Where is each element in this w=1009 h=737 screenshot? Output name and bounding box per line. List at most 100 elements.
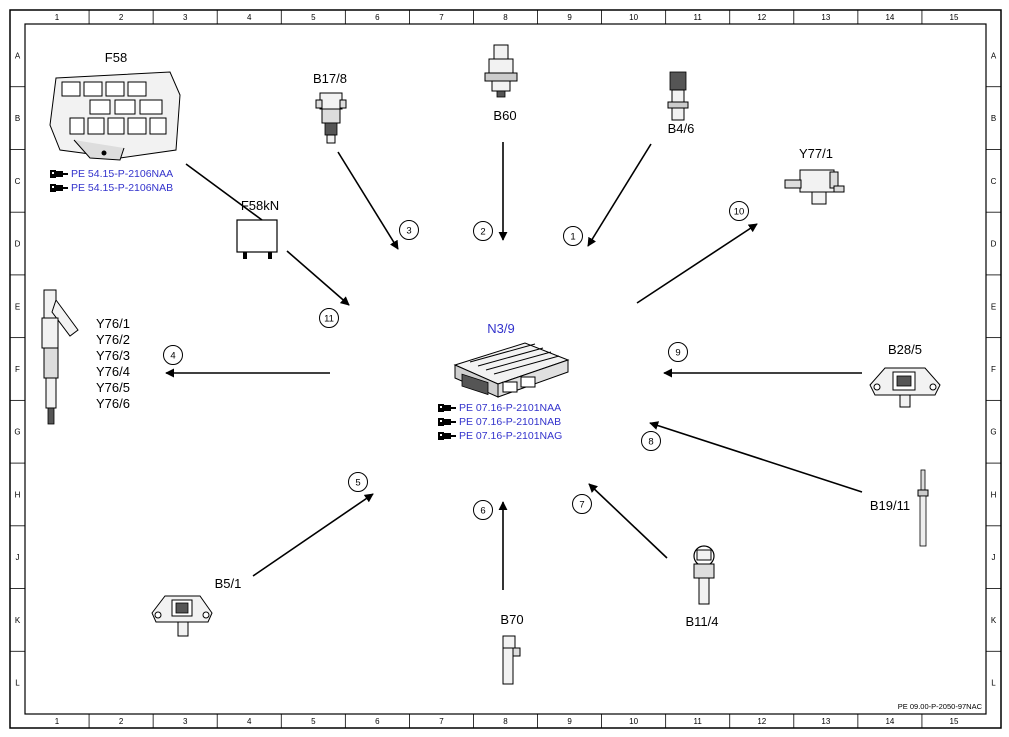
grid-column-label: 11 bbox=[694, 13, 703, 22]
coolant-sensor-icon bbox=[693, 545, 715, 605]
grid-ticks bbox=[10, 10, 1001, 728]
grid-column-label: 5 bbox=[311, 717, 316, 726]
injector-icon bbox=[41, 289, 79, 425]
component-y77-1[interactable]: Y77/1 bbox=[784, 146, 845, 205]
marker-11: 11 bbox=[319, 308, 339, 328]
grid-row-label: A bbox=[15, 51, 21, 60]
sensor-icon bbox=[667, 71, 689, 121]
ecu-ref-2[interactable]: PE 07.16-P-2101NAB bbox=[438, 416, 561, 428]
document-code: PE 09.00-P-2050-97NAC bbox=[898, 702, 983, 711]
y76-5-label: Y76/5 bbox=[96, 380, 130, 395]
f58-ref-list: PE 54.15-P-2106NAA PE 54.15-P-2106NAB bbox=[50, 168, 173, 194]
component-b28-5[interactable]: B28/5 bbox=[869, 342, 941, 408]
fuse-box-icon bbox=[49, 71, 181, 161]
marker-4: 4 bbox=[163, 345, 183, 365]
svg-text:PE 54.15-P-2106NAB: PE 54.15-P-2106NAB bbox=[71, 182, 173, 194]
y76-2-label: Y76/2 bbox=[96, 332, 130, 347]
grid-column-label: 3 bbox=[183, 13, 188, 22]
grid-column-label: 8 bbox=[503, 717, 508, 726]
grid-row-label: F bbox=[15, 365, 20, 374]
grid-column-label: 2 bbox=[119, 13, 124, 22]
grid-column-label: 15 bbox=[950, 717, 959, 726]
marker-5: 5 bbox=[348, 472, 368, 492]
grid-column-label: 9 bbox=[567, 717, 572, 726]
svg-text:3: 3 bbox=[406, 226, 411, 237]
b17-8-label: B17/8 bbox=[313, 71, 347, 86]
y77-1-label: Y77/1 bbox=[799, 146, 833, 161]
component-y76-injectors[interactable]: Y76/1 Y76/2 Y76/3 Y76/4 Y76/5 Y76/6 bbox=[41, 289, 130, 425]
arrow-number-markers: 1 2 3 4 5 6 7 8 9 10 11 bbox=[163, 201, 749, 520]
grid-column-label: 14 bbox=[885, 717, 894, 726]
component-b19-11[interactable]: B19/11 bbox=[870, 469, 929, 547]
grid-row-label: H bbox=[991, 490, 997, 499]
svg-text:PE 07.16-P-2101NAG: PE 07.16-P-2101NAG bbox=[459, 430, 562, 442]
ecu-ref-1[interactable]: PE 07.16-P-2101NAA bbox=[438, 402, 561, 414]
y76-3-label: Y76/3 bbox=[96, 348, 130, 363]
pressure-sensor-icon bbox=[315, 92, 347, 144]
relay-icon bbox=[236, 219, 278, 259]
ecu-n3-9[interactable]: N3/9 bbox=[453, 321, 570, 398]
document-icon bbox=[438, 432, 456, 440]
f58-ref-2[interactable]: PE 54.15-P-2106NAB bbox=[50, 182, 173, 194]
component-f58[interactable]: F58 bbox=[49, 50, 181, 161]
svg-text:4: 4 bbox=[170, 351, 175, 362]
grid-labels: 1122334455667788991010111112121313141415… bbox=[14, 13, 996, 726]
arrow-5 bbox=[252, 493, 374, 577]
marker-7: 7 bbox=[572, 494, 592, 514]
component-b4-6[interactable]: B4/6 bbox=[667, 71, 695, 136]
component-b70[interactable]: B70 bbox=[500, 612, 524, 685]
grid-column-label: 8 bbox=[503, 13, 508, 22]
svg-text:1: 1 bbox=[570, 232, 575, 243]
f58-ref-1[interactable]: PE 54.15-P-2106NAA bbox=[50, 168, 173, 180]
y76-6-label: Y76/6 bbox=[96, 396, 130, 411]
component-b60[interactable]: B60 bbox=[484, 44, 518, 123]
grid-column-label: 12 bbox=[757, 717, 766, 726]
b11-4-label: B11/4 bbox=[685, 614, 718, 629]
document-icon bbox=[438, 404, 456, 412]
component-f58kn[interactable]: F58kN bbox=[236, 198, 279, 259]
grid-row-label: D bbox=[15, 240, 21, 249]
arrow-11 bbox=[286, 250, 350, 306]
grid-row-label: G bbox=[990, 428, 996, 437]
inner-frame bbox=[24, 23, 987, 715]
arrow-10 bbox=[636, 223, 758, 304]
document-icon bbox=[50, 184, 68, 192]
grid-column-label: 11 bbox=[694, 717, 703, 726]
b28-5-label: B28/5 bbox=[888, 342, 922, 357]
grid-column-label: 1 bbox=[55, 13, 60, 22]
grid-row-label: L bbox=[15, 679, 20, 688]
svg-text:10: 10 bbox=[734, 207, 745, 218]
grid-column-label: 14 bbox=[885, 13, 894, 22]
arrow-3 bbox=[337, 151, 399, 250]
component-b17-8[interactable]: B17/8 bbox=[313, 71, 347, 144]
grid-column-label: 15 bbox=[950, 13, 959, 22]
ecu-ref-3[interactable]: PE 07.16-P-2101NAG bbox=[438, 430, 562, 442]
b5-1-label: B5/1 bbox=[215, 576, 242, 591]
grid-row-label: C bbox=[991, 177, 997, 186]
ecu-label: N3/9 bbox=[487, 321, 514, 336]
grid-column-label: 3 bbox=[183, 717, 188, 726]
marker-6: 6 bbox=[473, 500, 493, 520]
ecu-ref-list: PE 07.16-P-2101NAA PE 07.16-P-2101NAB PE… bbox=[438, 402, 562, 442]
f58-to-relay-line bbox=[185, 163, 263, 221]
component-b11-4[interactable]: B11/4 bbox=[685, 545, 719, 629]
grid-column-label: 7 bbox=[439, 717, 444, 726]
grid-row-label: J bbox=[16, 553, 20, 562]
marker-8: 8 bbox=[641, 431, 661, 451]
b19-11-label: B19/11 bbox=[870, 498, 910, 513]
grid-row-label: E bbox=[991, 302, 996, 311]
grid-column-label: 6 bbox=[375, 13, 380, 22]
grid-column-label: 6 bbox=[375, 717, 380, 726]
grid-column-label: 2 bbox=[119, 717, 124, 726]
grid-row-label: K bbox=[991, 616, 997, 625]
signal-arrows bbox=[165, 142, 863, 590]
grid-column-label: 9 bbox=[567, 13, 572, 22]
grid-row-label: L bbox=[991, 679, 996, 688]
svg-text:9: 9 bbox=[675, 348, 680, 359]
svg-text:7: 7 bbox=[579, 500, 584, 511]
grid-column-label: 13 bbox=[821, 13, 830, 22]
marker-3: 3 bbox=[399, 220, 419, 240]
grid-column-label: 12 bbox=[757, 13, 766, 22]
grid-row-label: E bbox=[15, 302, 20, 311]
component-b5-1[interactable]: B5/1 bbox=[151, 576, 242, 637]
